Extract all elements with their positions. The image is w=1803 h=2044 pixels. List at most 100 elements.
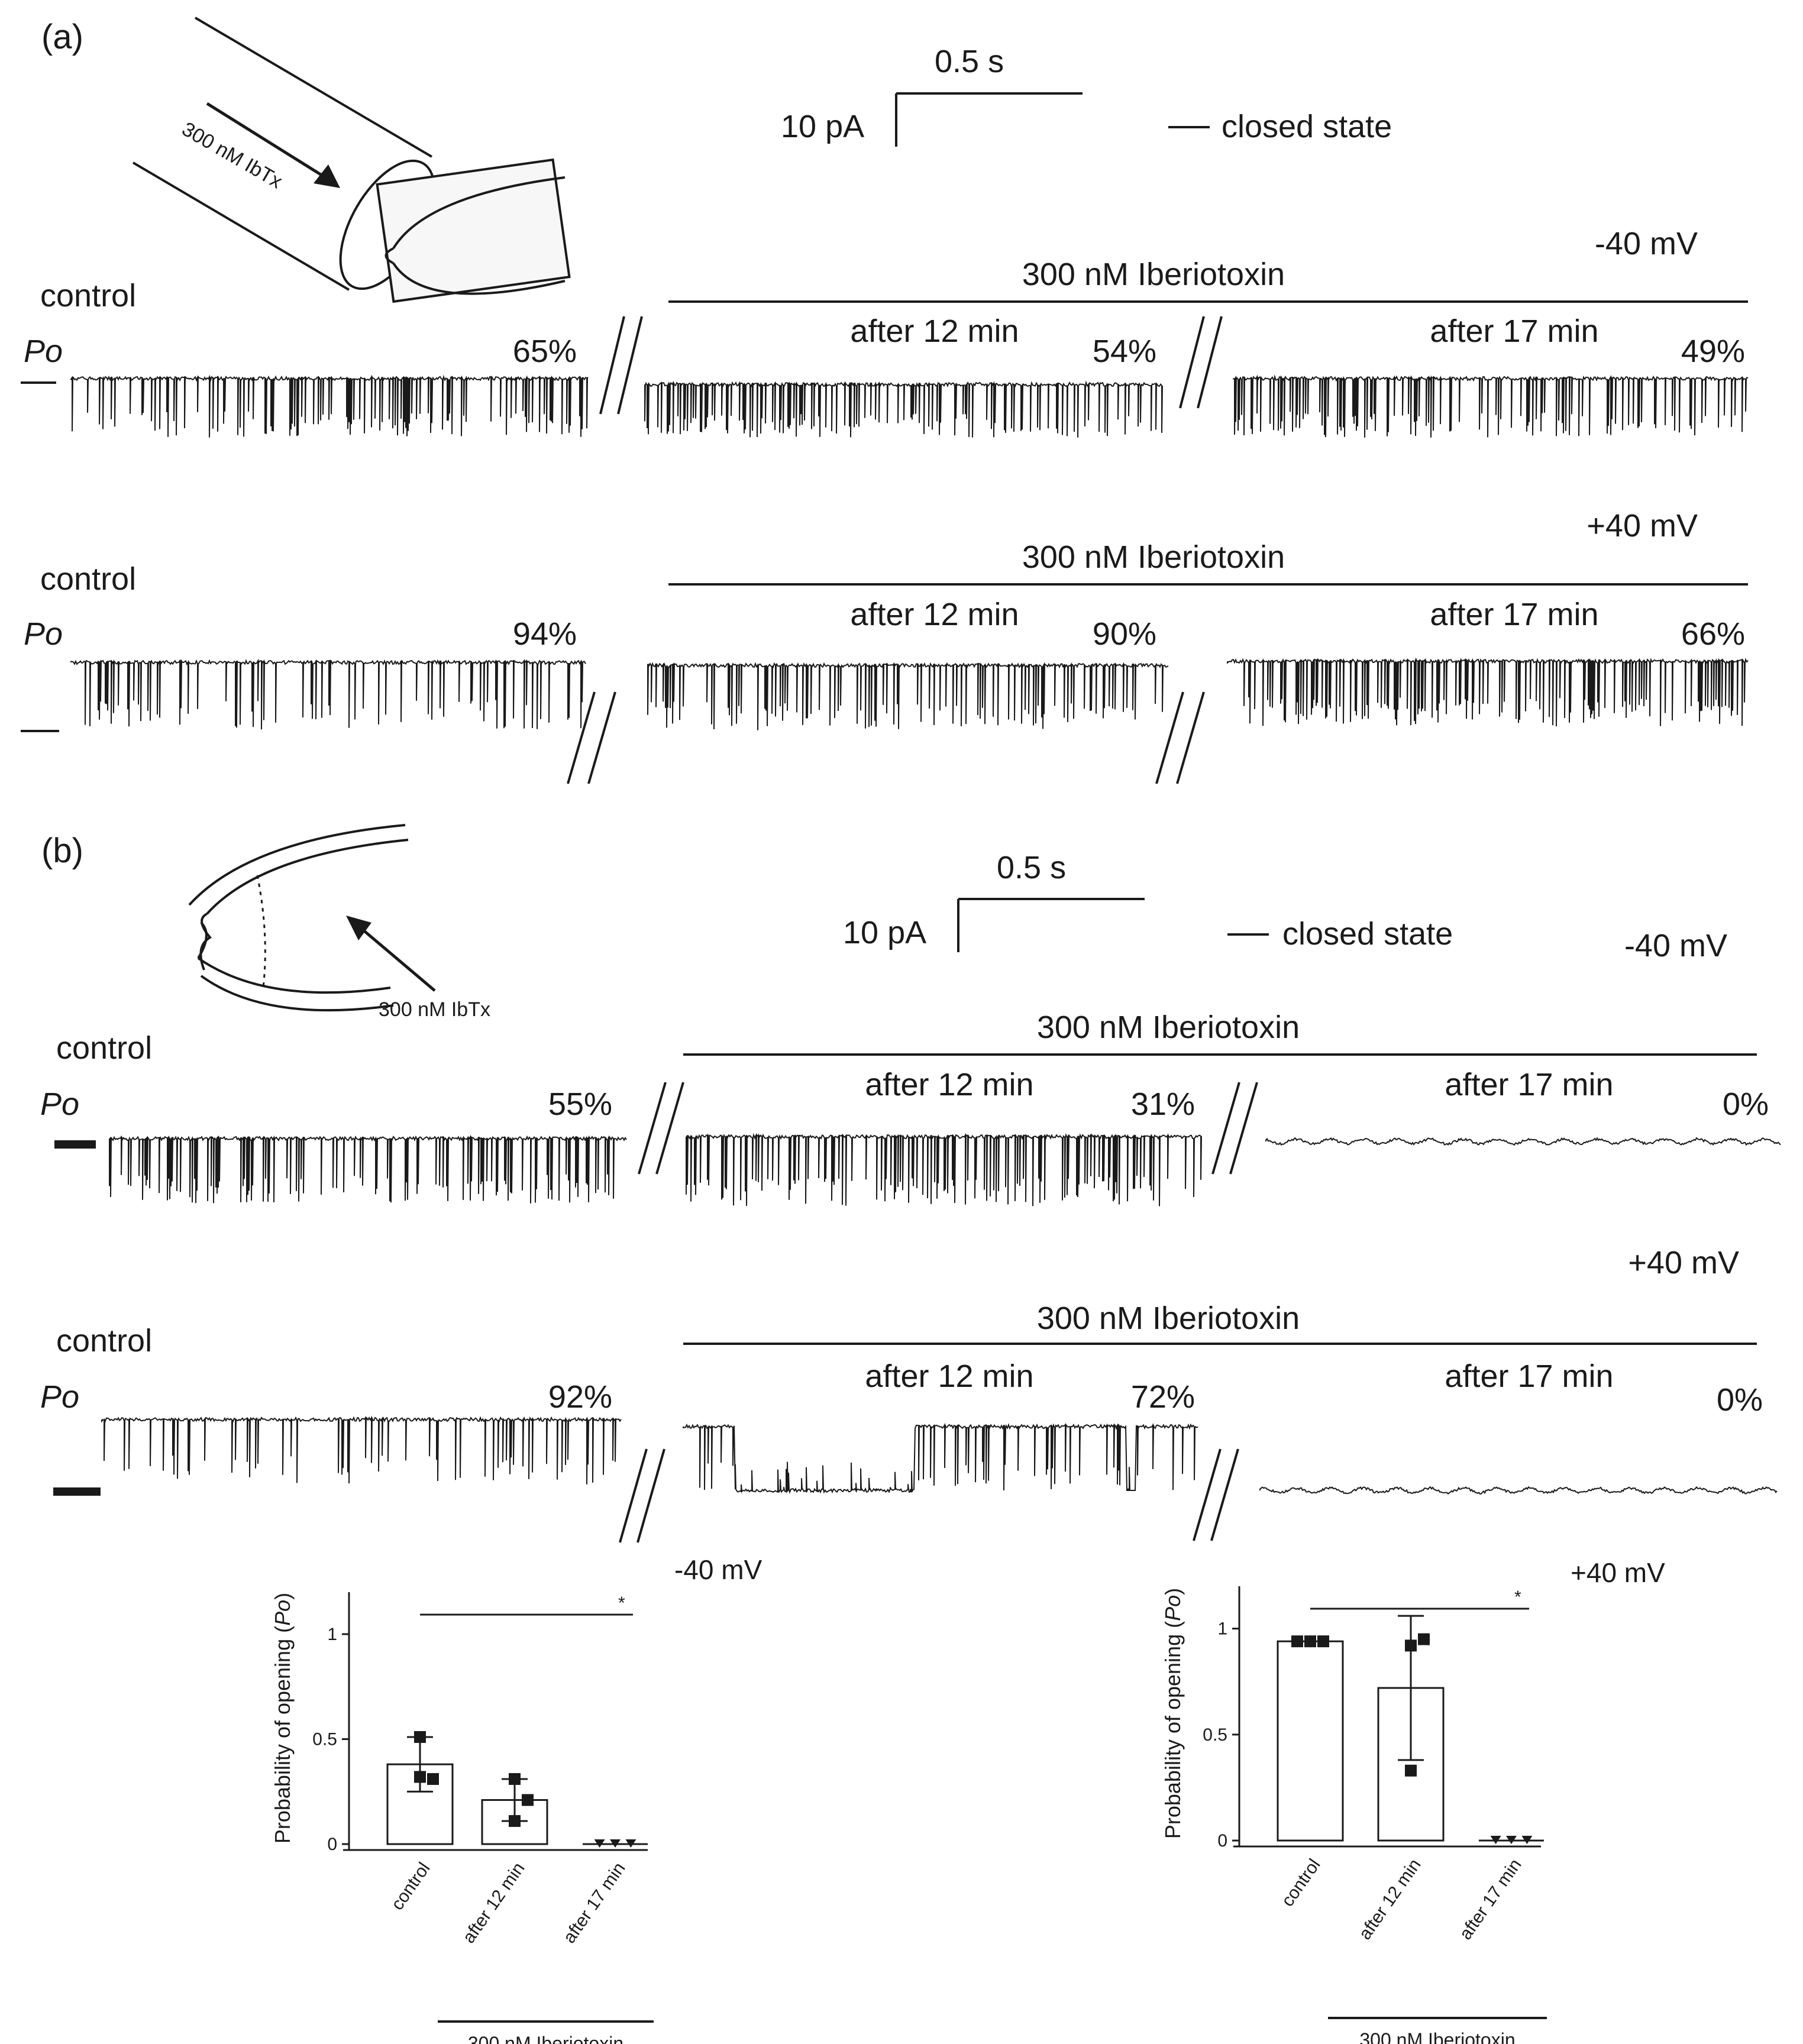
x-tick-label: after 17 min — [1456, 1855, 1526, 1943]
control-label: control — [56, 1030, 152, 1066]
bar-chart-plus-40mv: +40 mV 0 0.5 1 Probability of opening (Po) co… — [1161, 1557, 1665, 2044]
y-tick-label: 0 — [1217, 1831, 1227, 1851]
data-point — [1304, 1635, 1316, 1648]
data-point — [509, 1773, 521, 1785]
po-value-control: 65% — [513, 334, 577, 369]
po-label: Po — [24, 616, 63, 652]
current-trace-12min — [686, 1133, 1202, 1207]
control-label: control — [40, 561, 136, 597]
current-trace-12min — [644, 380, 1163, 438]
segment-title-17min: after 17 min — [1445, 1359, 1613, 1394]
segment-title-12min: after 12 min — [850, 597, 1019, 632]
data-point — [414, 1771, 426, 1783]
break-marks-2 — [1193, 1448, 1239, 1541]
data-point — [1490, 1836, 1501, 1844]
po-value-17min: 49% — [1681, 334, 1745, 369]
panel-b-label: (b) — [41, 832, 83, 870]
data-point — [509, 1815, 521, 1827]
control-label: control — [56, 1323, 152, 1359]
data-point — [427, 1773, 439, 1785]
chart-title: -40 mV — [674, 1554, 762, 1585]
po-label: Po — [40, 1086, 79, 1122]
y-tick-label: 0.5 — [1203, 1725, 1227, 1745]
po-value-12min: 90% — [1093, 616, 1156, 652]
panel-a-row-2: +40 mV 300 nM Iberiotoxin control Po 94%… — [21, 508, 1749, 784]
trace-path — [644, 380, 1163, 438]
data-point — [1291, 1635, 1303, 1648]
y-tick-label: 1 — [327, 1625, 337, 1644]
po-value-12min: 72% — [1131, 1379, 1195, 1415]
po-value-12min: 54% — [1093, 334, 1156, 369]
panel-a-inset-label: 300 nM IbTx — [178, 118, 286, 193]
panel-a-current-scale: 10 pA — [781, 109, 864, 144]
x-tick-label: after 17 min — [560, 1859, 629, 1947]
po-value-12min: 31% — [1131, 1086, 1195, 1122]
po-value-control: 94% — [513, 616, 577, 652]
trace-path — [686, 1133, 1202, 1207]
segment-title-17min: after 17 min — [1430, 597, 1598, 632]
po-value-17min: 0% — [1723, 1086, 1769, 1122]
voltage-label: -40 mV — [1595, 226, 1698, 261]
data-point — [1506, 1836, 1517, 1844]
current-trace-17min — [1259, 1486, 1778, 1495]
panel-b-inset-schematic — [188, 824, 409, 1012]
chart-title: +40 mV — [1571, 1557, 1665, 1588]
panel-a-inset-arrow — [206, 102, 340, 188]
panel-a-inset-schematic — [132, 17, 571, 303]
current-trace-12min — [683, 1422, 1198, 1495]
trace-path — [1227, 657, 1749, 727]
current-trace-17min — [1227, 657, 1749, 727]
data-point — [594, 1839, 605, 1848]
data-point — [1405, 1764, 1417, 1777]
break-marks-2 — [1211, 1082, 1258, 1175]
segment-title-12min: after 12 min — [850, 313, 1019, 349]
panel-b-scale-bar — [957, 898, 1145, 952]
current-trace-control — [109, 1134, 627, 1204]
x-tick-label: control — [387, 1859, 434, 1914]
panel-a-scale-bar — [895, 92, 1083, 147]
bar — [1277, 1640, 1344, 1842]
y-axis-label: Probability of opening (Po) — [1161, 1588, 1185, 1839]
current-trace-control — [70, 658, 586, 730]
significance-star: * — [618, 1593, 625, 1613]
significance-star: * — [1514, 1587, 1521, 1607]
current-trace-control — [70, 374, 589, 438]
panel-b: (b) 300 nM IbTx 0.5 s 10 pA closed state… — [40, 824, 1781, 1543]
data-point — [625, 1839, 636, 1848]
treatment-label: 300 nM Iberiotoxin — [1022, 539, 1285, 575]
y-tick-label: 1 — [1217, 1619, 1227, 1639]
current-trace-17min — [1265, 1137, 1781, 1146]
x-tick-label: control — [1278, 1855, 1324, 1910]
treatment-label: 300 nM Iberiotoxin — [1037, 1010, 1300, 1045]
trace-path — [70, 658, 586, 730]
panel-b-row-1: -40 mV 300 nM Iberiotoxin control Po 55%… — [40, 928, 1781, 1207]
panel-b-inset-arrow — [346, 916, 436, 992]
segment-title-17min: after 17 min — [1445, 1067, 1613, 1102]
y-tick-label: 0 — [327, 1835, 337, 1854]
break-marks-1 — [599, 316, 643, 415]
current-trace-12min — [647, 662, 1169, 730]
y-tick-label: 0.5 — [312, 1730, 337, 1749]
trace-path — [101, 1415, 622, 1485]
po-label: Po — [24, 334, 63, 369]
x-tick-label: after 12 min — [1355, 1855, 1425, 1943]
po-value-17min: 0% — [1717, 1382, 1763, 1418]
panel-b-time-scale: 0.5 s — [997, 850, 1066, 885]
po-value-17min: 66% — [1681, 616, 1745, 652]
treatment-label: 300 nM Iberiotoxin — [468, 2033, 623, 2044]
treatment-label: 300 nM Iberiotoxin — [1022, 257, 1285, 292]
trace-path — [1259, 1486, 1778, 1495]
x-tick-label: after 12 min — [459, 1859, 529, 1947]
treatment-label: 300 nM Iberiotoxin — [1359, 2029, 1515, 2044]
panel-a-time-scale: 0.5 s — [935, 44, 1004, 79]
trace-path — [1265, 1137, 1781, 1146]
data-point — [414, 1731, 426, 1743]
control-label: control — [40, 278, 136, 313]
segment-title-12min: after 12 min — [865, 1359, 1033, 1394]
panel-a: (a) 300 nM IbTx 0.5 s 10 pA closed state… — [21, 17, 1749, 784]
current-trace-control — [101, 1415, 622, 1485]
trace-path — [109, 1134, 627, 1204]
data-point — [522, 1794, 534, 1806]
